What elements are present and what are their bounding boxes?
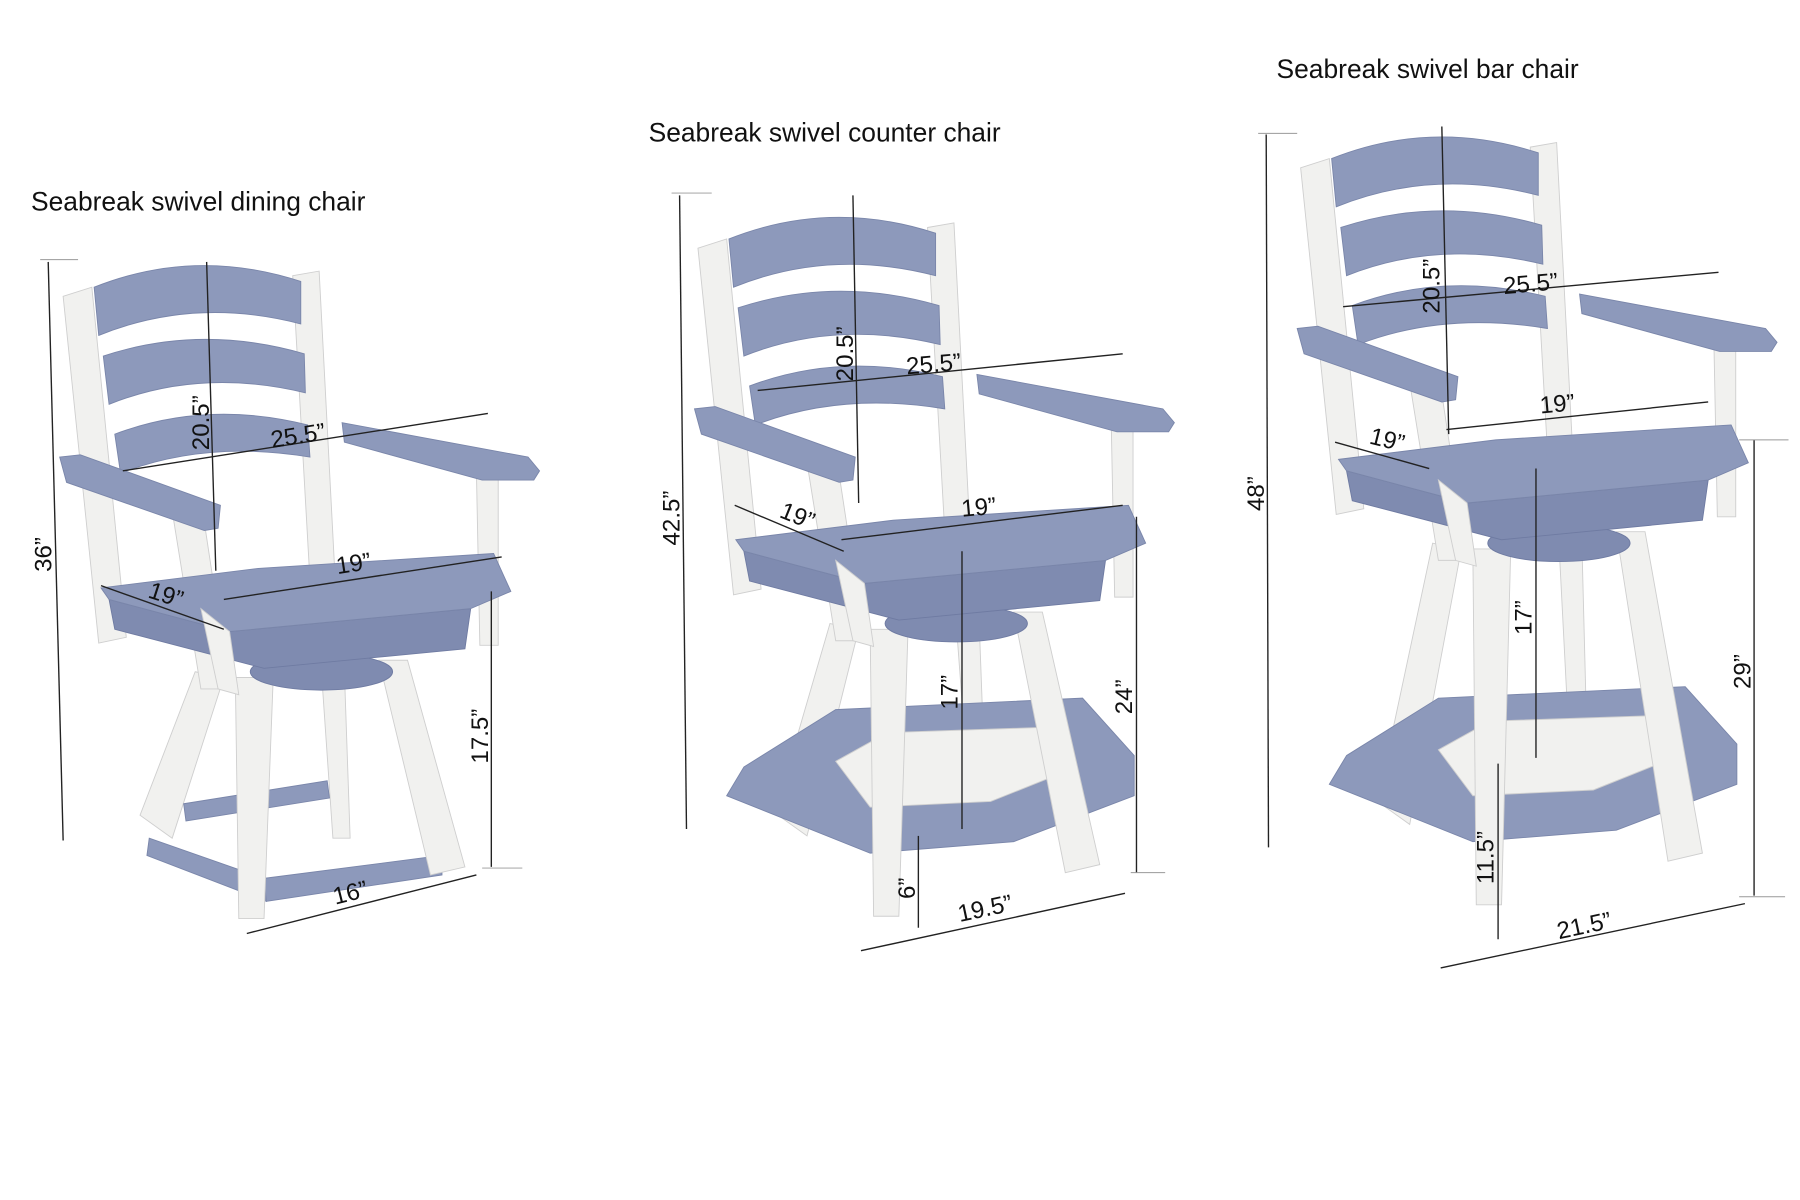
dim-height: 36” <box>31 537 58 572</box>
dim-base: 19.5” <box>955 890 1014 928</box>
dim-seat-to-foot: 17” <box>936 675 963 710</box>
armrest-left <box>693 406 856 483</box>
back-slat-middle <box>1340 210 1544 277</box>
dim-foot-height: 11.5” <box>1472 831 1499 884</box>
dim-height: 48” <box>1243 476 1270 511</box>
armrest-left <box>59 454 221 532</box>
back-slat-top <box>1331 136 1539 208</box>
back-slat-bottom <box>1351 285 1548 346</box>
front-post-left <box>1437 478 1477 567</box>
dim-back: 20.5” <box>188 395 215 450</box>
dim-seat-to-foot: 17” <box>1510 600 1537 635</box>
back-slat-middle <box>737 290 941 357</box>
dim-seat-height: 29” <box>1730 654 1757 689</box>
dimension-lines-counter <box>671 192 1166 952</box>
right-leg <box>1615 531 1703 862</box>
dimension-labels-dining: 36” 20.5” 25.5” 19” 19” 17.5” 16” <box>31 395 494 910</box>
title-counter-chair: Seabreak swivel counter chair <box>649 117 1001 147</box>
dim-seat-height: 24” <box>1111 679 1138 714</box>
back-slat-top <box>93 265 302 337</box>
back-slat-middle <box>102 338 306 405</box>
front-post-left <box>834 559 875 648</box>
chair-bar <box>1296 136 1778 906</box>
dim-base: 21.5” <box>1555 907 1614 945</box>
back-leg <box>320 671 351 839</box>
armrest-right <box>1579 293 1778 352</box>
back-slat-bottom <box>749 365 946 426</box>
dimension-lines-bar <box>1258 126 1789 969</box>
title-bar-chair: Seabreak swivel bar chair <box>1277 54 1579 84</box>
dim-seat-width: 19” <box>1539 390 1576 420</box>
right-leg <box>378 659 466 876</box>
title-dining-chair: Seabreak swivel dining chair <box>31 186 366 216</box>
dim-seat-height: 17.5” <box>467 709 494 764</box>
front-post-left <box>200 607 240 696</box>
armrest-right <box>341 422 541 481</box>
armrest-left <box>1296 325 1459 403</box>
dim-foot-height: 6” <box>894 878 921 899</box>
dim-seat-width: 19” <box>334 548 373 580</box>
right-leg <box>1013 611 1101 874</box>
front-leg <box>869 628 909 917</box>
chair-illustrations <box>59 136 1778 920</box>
dim-back: 20.5” <box>832 326 859 381</box>
dim-height: 42.5” <box>659 491 686 546</box>
back-slat-top <box>728 216 937 288</box>
armrest-right <box>976 373 1175 433</box>
dim-back: 20.5” <box>1419 259 1446 314</box>
dim-seat-width: 19” <box>960 493 997 523</box>
footrest-front <box>263 854 443 902</box>
dim-seat-depth: 19” <box>776 497 818 535</box>
dim-width: 25.5” <box>1502 268 1559 300</box>
dim-width: 25.5” <box>905 349 962 381</box>
dimension-lines-dining <box>40 259 523 935</box>
chair-counter <box>693 216 1175 917</box>
chair-dining <box>59 265 541 920</box>
